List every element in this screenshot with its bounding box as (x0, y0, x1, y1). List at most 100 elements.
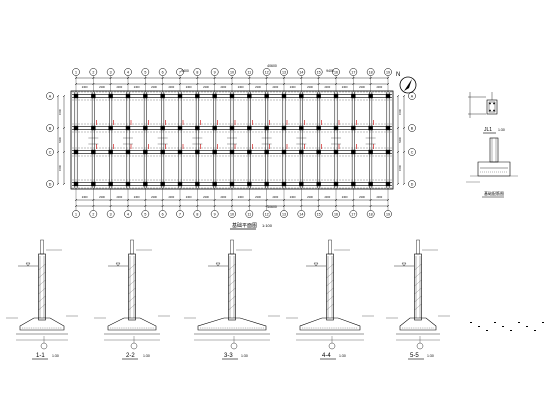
axis-label-top: 14 (299, 70, 303, 74)
axis-label-right: D (411, 182, 414, 186)
dimension-tick (230, 198, 234, 202)
column (91, 149, 96, 155)
dimension-tick (402, 150, 406, 154)
dimension-tick (196, 82, 199, 86)
column (229, 125, 235, 131)
bay-dim-label: 2300 (290, 85, 296, 89)
axis-label-top: 4 (127, 70, 129, 74)
bay-dim-label-bottom: 2300 (290, 195, 296, 199)
dimension-tick (402, 182, 406, 186)
column (247, 149, 252, 155)
axis-bubble-right (408, 180, 416, 188)
hatch (414, 287, 422, 295)
axis-label-top: 10 (230, 70, 234, 74)
hatch (326, 271, 334, 279)
dimension-tick (300, 82, 303, 86)
axis-label-top: 19 (386, 70, 390, 74)
bay-dim-label: 2300 (203, 85, 209, 89)
hatch (128, 303, 136, 311)
axis-label-top: 12 (265, 70, 269, 74)
stray-mark (478, 326, 480, 327)
axis-label-bottom: 4 (127, 212, 129, 216)
axis-label-top: 17 (351, 70, 355, 74)
dimension-tick (396, 182, 400, 186)
axis-label-top: 3 (110, 70, 112, 74)
column (264, 93, 269, 99)
column (351, 149, 356, 155)
hatch (128, 287, 136, 295)
bay-dim-label-bottom: 2300 (324, 195, 330, 199)
dimension-tick (56, 182, 60, 186)
plan-title: 基础平面图 (232, 222, 257, 229)
elevation-mark-icon (401, 262, 407, 267)
dimension-tick (386, 198, 390, 202)
plan-grid (70, 90, 394, 190)
section-wall (414, 253, 422, 321)
axis-label-top: 9 (214, 70, 216, 74)
stray-mark (534, 330, 536, 331)
section-4-label: 4-4 (322, 353, 331, 359)
column (281, 149, 287, 155)
north-arrow-icon: N (396, 72, 417, 94)
dimension-tick (248, 198, 251, 202)
overall-dim-top-left: 9400 (181, 69, 189, 73)
north-label: N (396, 72, 400, 78)
side-dim-label: 5400 (58, 137, 62, 143)
hatch (326, 279, 334, 287)
axis-label-right: A (411, 94, 414, 98)
column (212, 149, 217, 155)
dimension-tick (56, 126, 60, 130)
dimension-tick (144, 82, 147, 86)
column (177, 125, 183, 131)
dimension-tick (248, 204, 251, 208)
dimension-tick (402, 126, 406, 130)
axis-label-top: 6 (162, 70, 164, 74)
plan-scale: 1:100 (262, 223, 273, 228)
section-2-label: 2-2 (126, 353, 135, 359)
column (108, 181, 113, 187)
axis-label-top: 16 (334, 70, 338, 74)
section-column-top (230, 239, 234, 255)
section-axis-bubble (416, 342, 424, 350)
column (368, 181, 373, 187)
dimension-tick (386, 76, 390, 80)
dimension-tick (334, 82, 338, 86)
axis-label-top: 18 (369, 70, 373, 74)
dimension-tick (402, 94, 406, 98)
section-2 (94, 239, 170, 360)
column (91, 181, 96, 187)
dimension-tick (62, 150, 66, 154)
hatch (414, 263, 422, 271)
column (125, 149, 131, 155)
dimension-tick (92, 82, 95, 86)
bay-dim-label-bottom: 2300 (255, 195, 261, 199)
axis-bubble-left (46, 180, 54, 188)
section-2-scale: 1:30 (143, 354, 150, 358)
hatch (38, 287, 46, 295)
column (299, 181, 304, 187)
column (177, 181, 183, 187)
hatch (326, 287, 334, 295)
dimension-tick (109, 76, 112, 80)
axis-label-bottom: 17 (351, 212, 355, 216)
column (299, 93, 304, 99)
bay-dim-label-bottom: 2300 (203, 195, 209, 199)
dimension-tick (396, 94, 400, 98)
bay-dim-label: 2300 (99, 85, 105, 89)
dimension-tick (92, 204, 95, 208)
dimension-tick (74, 204, 78, 208)
dimension-tick (144, 198, 147, 202)
column (316, 149, 321, 155)
column (368, 125, 373, 131)
axis-label-bottom: 6 (162, 212, 164, 216)
axis-label-bottom: 14 (299, 212, 303, 216)
dimension-tick (126, 82, 130, 86)
dimension-tick (74, 76, 78, 80)
axis-label-left: B (49, 126, 52, 130)
axis-label-top: 8 (196, 70, 198, 74)
footing (197, 317, 267, 331)
section-4-scale: 1:30 (339, 354, 346, 358)
section-5 (386, 239, 450, 360)
column (351, 125, 356, 131)
